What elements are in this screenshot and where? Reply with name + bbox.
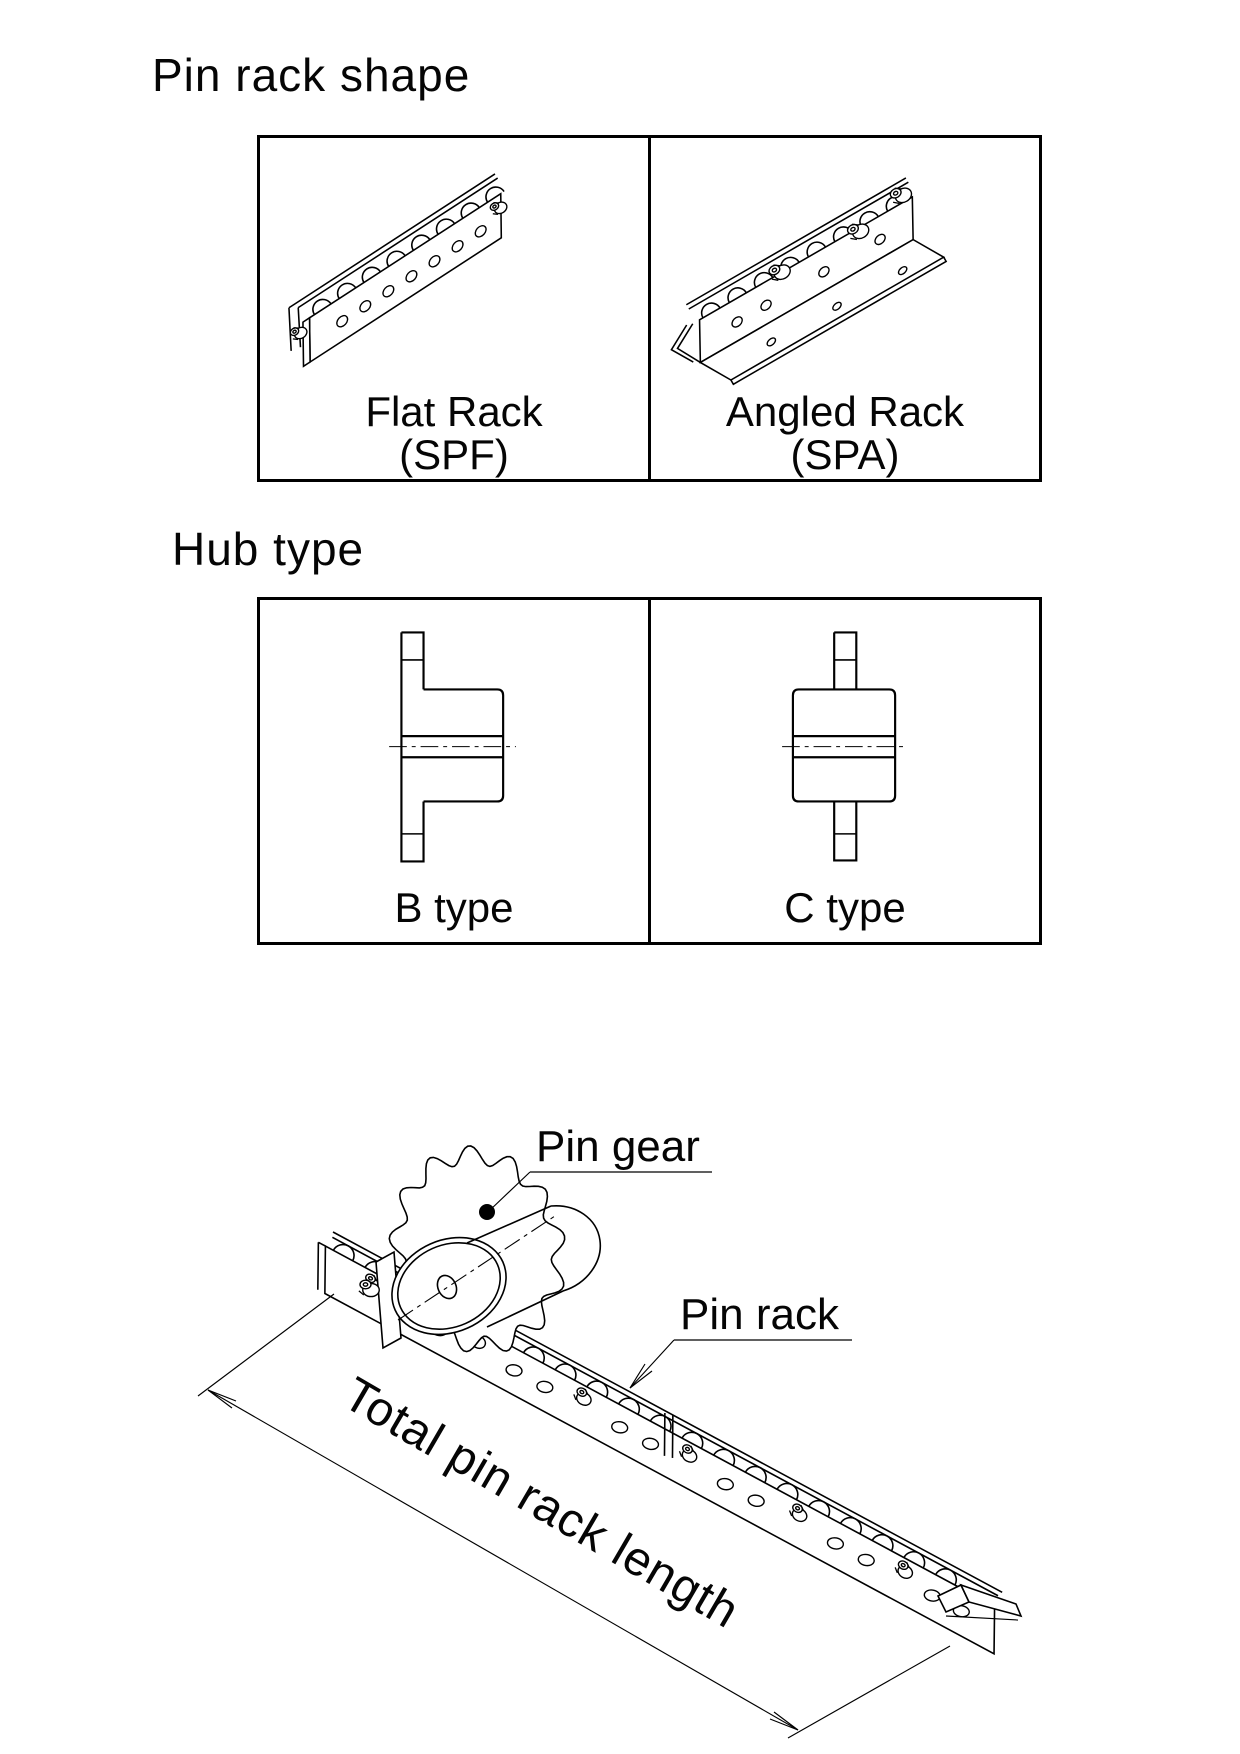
hub-type-table: B type C type bbox=[257, 597, 1042, 945]
pin-gear-bore bbox=[436, 1274, 458, 1300]
pin-rack-label: Pin rack bbox=[680, 1290, 840, 1339]
hub-type-title: Hub type bbox=[172, 523, 365, 575]
dimension-arrowheads bbox=[207, 1389, 799, 1731]
flat-rack-holes bbox=[336, 225, 487, 328]
pin-rack-face bbox=[324, 1244, 996, 1656]
angled-rack-flange-holes bbox=[766, 265, 908, 347]
pin-gear-and-rack-assembly-drawing-icon: Pin gear Pin rack Total pin rack length bbox=[197, 1122, 1023, 1739]
angled-rack-holes bbox=[731, 233, 886, 328]
c-type-cell: C type bbox=[648, 600, 1039, 942]
pin-gear-leader-line bbox=[488, 1171, 712, 1212]
b-type-hub-section-drawing-icon bbox=[389, 631, 516, 863]
angled-rack-label: Angled Rack (SPA) bbox=[651, 387, 1039, 479]
pin-gear-sprocket bbox=[388, 1145, 602, 1353]
flat-rack-label: Flat Rack (SPF) bbox=[260, 387, 648, 479]
flat-rack-cell: Flat Rack (SPF) bbox=[260, 138, 648, 479]
c-type-hub-section-drawing-icon bbox=[782, 631, 906, 862]
b-type-cell: B type bbox=[260, 600, 648, 942]
c-hub-plate bbox=[833, 631, 858, 862]
pin-rack-end-bracket bbox=[936, 1583, 1023, 1621]
b-hub-boss bbox=[423, 688, 505, 803]
flat-rack-pins bbox=[312, 186, 505, 316]
dimension-line bbox=[207, 1389, 799, 1731]
pin-gear-hub-face bbox=[391, 1236, 507, 1336]
dimension-extension-lines bbox=[197, 1293, 951, 1739]
flat-rack-isometric-drawing-icon bbox=[288, 173, 508, 368]
pin-rack-start-bracket bbox=[358, 1250, 402, 1350]
flat-rack-name: Flat Rack bbox=[365, 387, 543, 435]
pin-rack-callout: Pin rack bbox=[629, 1290, 852, 1389]
angled-rack-cell: Angled Rack (SPA) bbox=[648, 138, 1039, 479]
angled-rack-bolts bbox=[768, 187, 913, 281]
angled-rack-pins bbox=[700, 195, 906, 319]
c-hub-bore bbox=[792, 735, 896, 759]
pin-rack-shape-table: Flat Rack (SPF) Angled Rack (SPA) bbox=[257, 135, 1042, 482]
b-hub-bore bbox=[401, 735, 504, 759]
pin-rack-leader-arrow bbox=[629, 1363, 653, 1389]
total-length-dimension: Total pin rack length bbox=[197, 1293, 951, 1739]
flat-rack-code: (SPF) bbox=[399, 431, 509, 479]
c-type-label: C type bbox=[784, 884, 906, 932]
pin-gear-label: Pin gear bbox=[536, 1122, 700, 1171]
flat-rack-bolts bbox=[289, 201, 508, 341]
pin-rack-leader-line bbox=[629, 1339, 852, 1389]
pin-gear-callout: Pin gear bbox=[479, 1122, 712, 1220]
b-type-label: B type bbox=[394, 884, 514, 932]
angled-rack-name: Angled Rack bbox=[725, 387, 965, 435]
pin-gear-leader-dot bbox=[479, 1204, 495, 1220]
c-hub-boss bbox=[791, 688, 897, 803]
angled-rack-isometric-drawing-icon bbox=[670, 177, 948, 386]
pin-rack-shape-title: Pin rack shape bbox=[152, 49, 471, 101]
angled-rack-code: (SPA) bbox=[790, 431, 900, 479]
